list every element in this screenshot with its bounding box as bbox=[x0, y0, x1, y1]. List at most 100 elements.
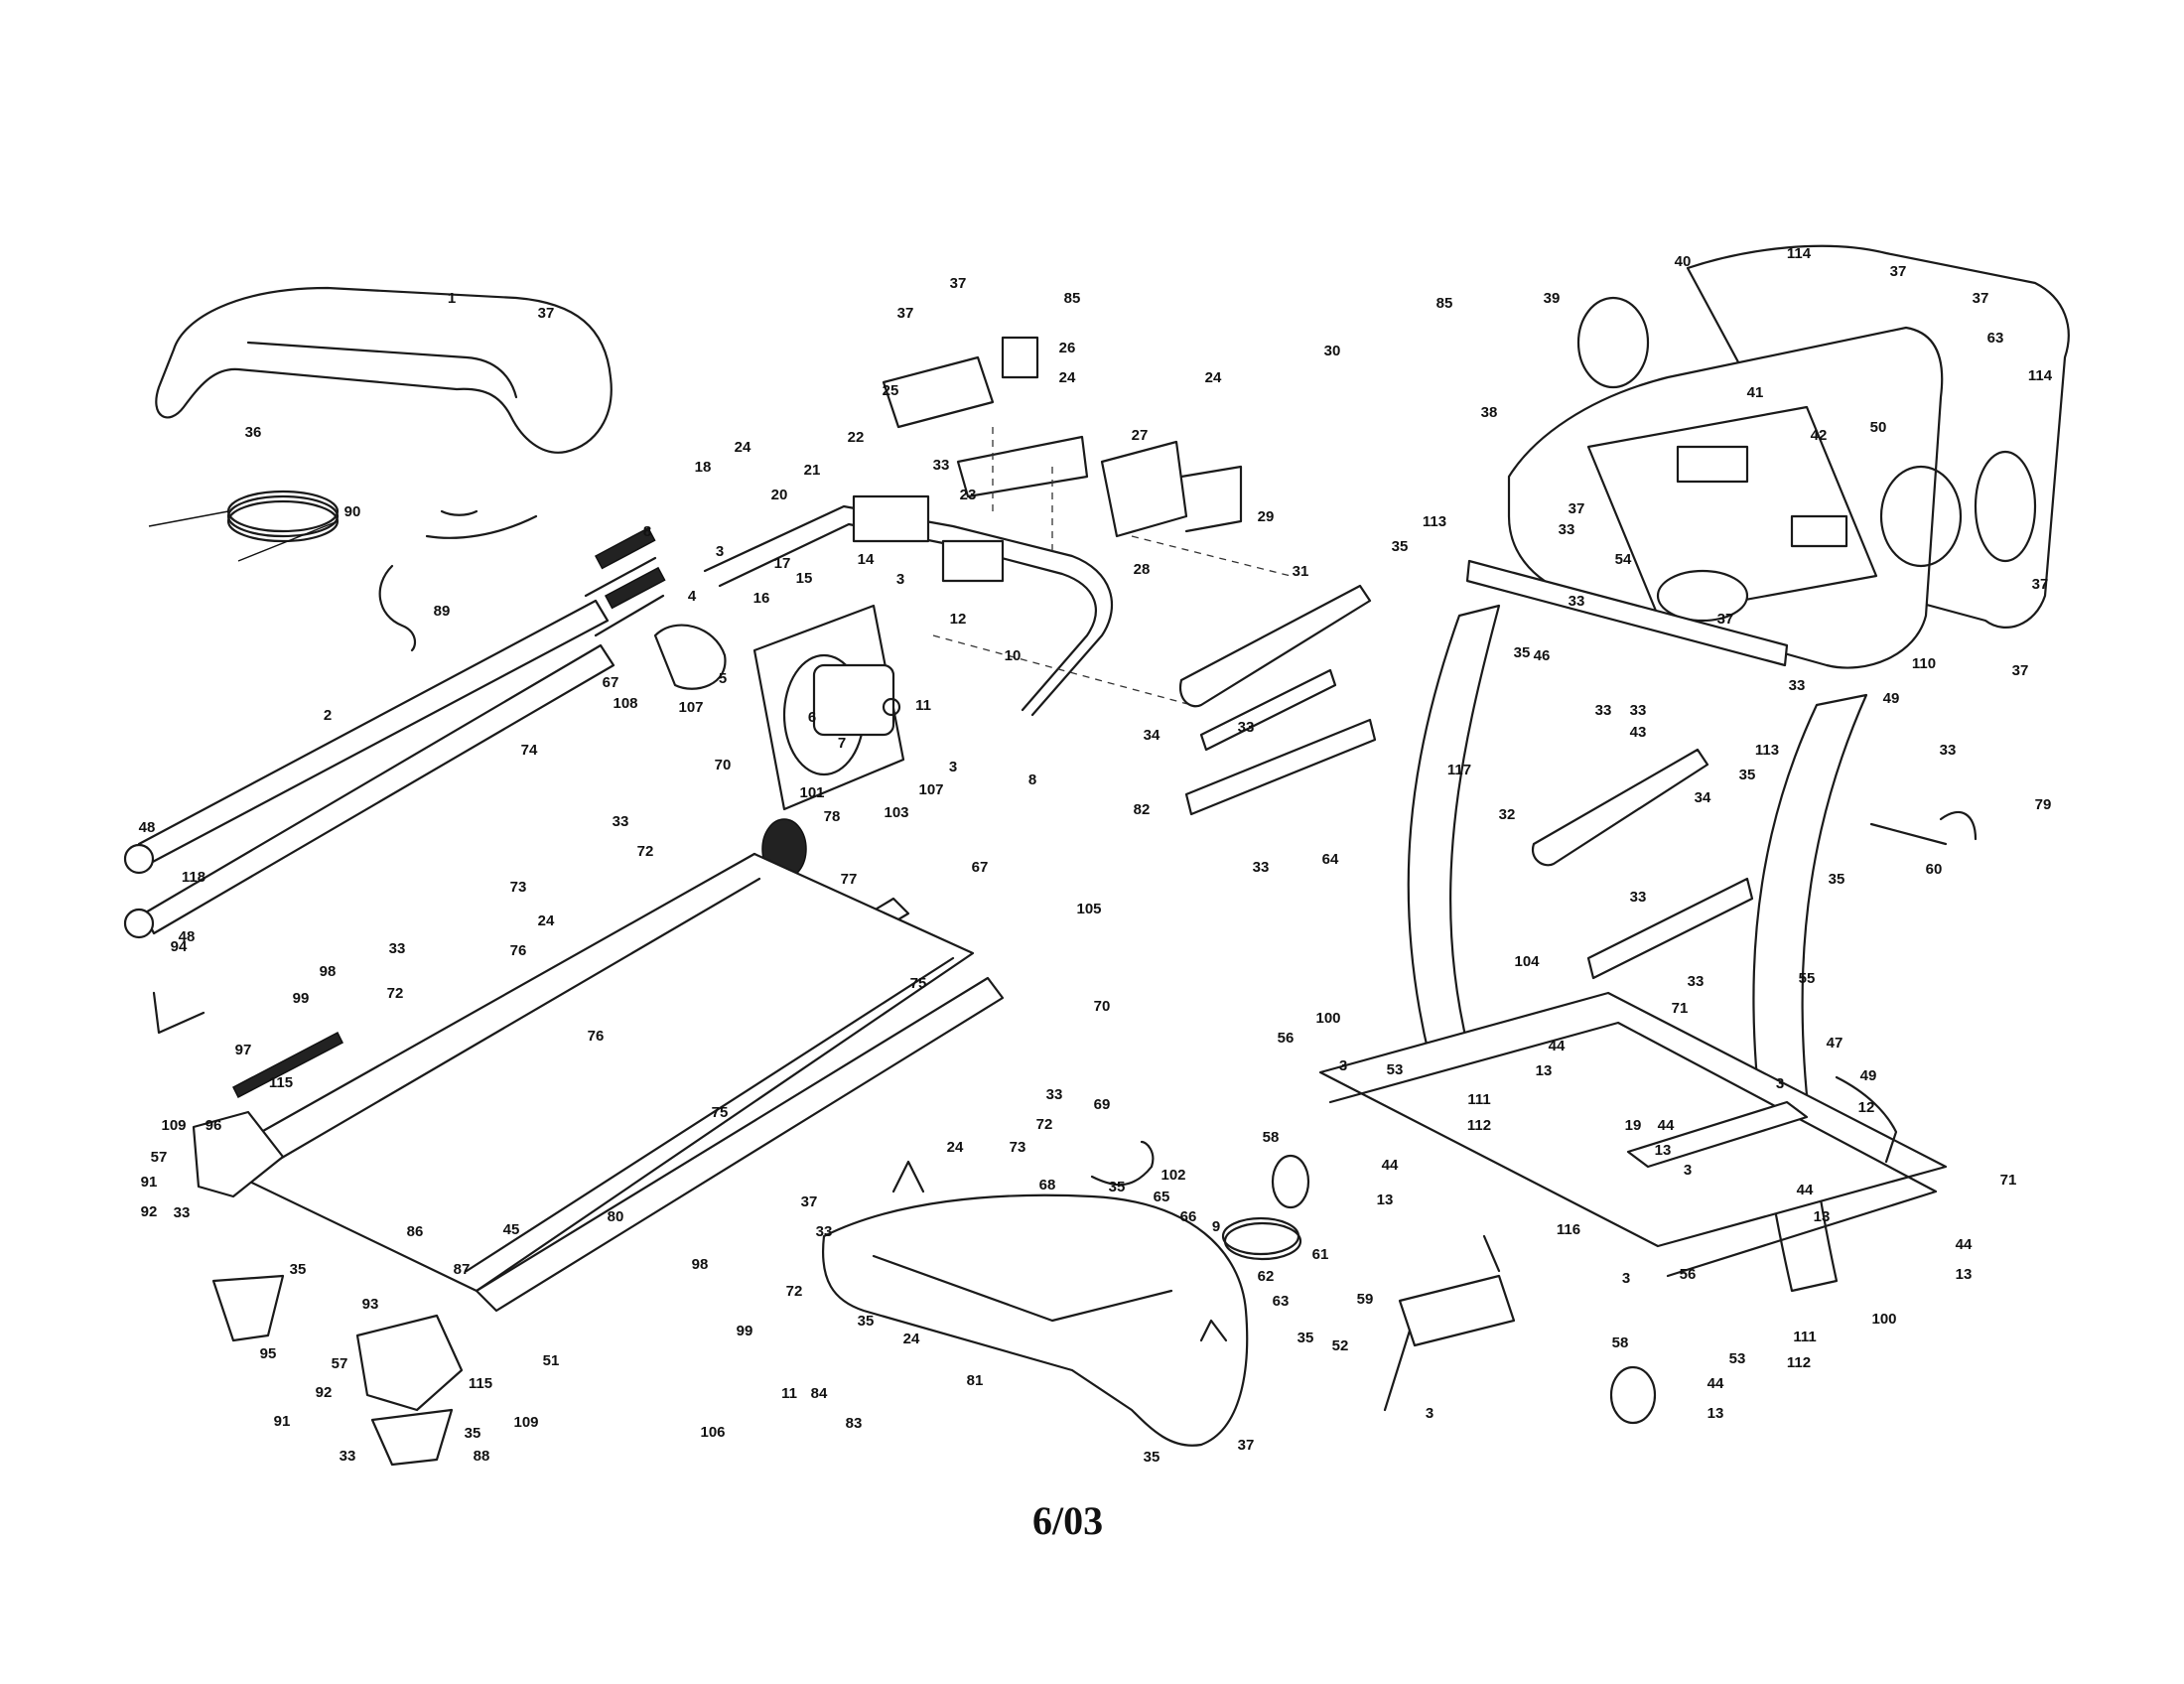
callout-29: 29 bbox=[1258, 508, 1275, 525]
callout-76: 76 bbox=[510, 942, 527, 959]
callout-72: 72 bbox=[637, 843, 654, 860]
callout-71: 71 bbox=[1672, 1000, 1689, 1017]
rear-foot-88 bbox=[370, 1408, 454, 1467]
callout-76: 76 bbox=[588, 1028, 605, 1045]
callout-93: 93 bbox=[362, 1296, 379, 1313]
callout-3: 3 bbox=[896, 571, 904, 588]
callout-23: 23 bbox=[960, 487, 977, 503]
callout-91: 91 bbox=[141, 1174, 158, 1191]
callout-41: 41 bbox=[1747, 384, 1764, 401]
callout-11: 11 bbox=[781, 1385, 797, 1402]
callout-95: 95 bbox=[260, 1345, 277, 1362]
callout-20: 20 bbox=[771, 487, 788, 503]
callout-37: 37 bbox=[950, 275, 967, 292]
callout-33: 33 bbox=[613, 813, 629, 830]
callout-4: 4 bbox=[688, 588, 697, 605]
drive-belt bbox=[653, 624, 727, 690]
callout-38: 38 bbox=[1481, 404, 1498, 421]
callout-3: 3 bbox=[1776, 1075, 1784, 1092]
callout-3: 3 bbox=[1684, 1162, 1692, 1179]
callout-105: 105 bbox=[1076, 901, 1101, 917]
callout-17: 17 bbox=[774, 555, 791, 572]
callout-43: 43 bbox=[1630, 724, 1647, 741]
callout-64: 64 bbox=[1322, 851, 1339, 868]
callout-75: 75 bbox=[910, 975, 927, 992]
console-overlay-41 bbox=[1586, 405, 1878, 618]
callout-11: 11 bbox=[915, 697, 931, 714]
callout-59: 59 bbox=[1357, 1291, 1374, 1308]
mat-97 bbox=[232, 1031, 343, 1099]
callout-24: 24 bbox=[1059, 369, 1076, 386]
callout-31: 31 bbox=[1293, 563, 1309, 580]
side-rail-51 bbox=[475, 976, 1005, 1313]
callout-116: 116 bbox=[1557, 1221, 1580, 1238]
callout-27: 27 bbox=[1132, 427, 1149, 444]
callout-24: 24 bbox=[735, 439, 751, 456]
callout-56: 56 bbox=[1278, 1030, 1295, 1047]
callout-109: 109 bbox=[513, 1414, 538, 1431]
callout-33: 33 bbox=[389, 940, 406, 957]
callout-33: 33 bbox=[1569, 593, 1585, 610]
callout-94: 94 bbox=[171, 938, 188, 955]
callout-44: 44 bbox=[1707, 1375, 1724, 1392]
callout-92: 92 bbox=[316, 1384, 333, 1401]
callout-8: 8 bbox=[1028, 772, 1036, 788]
callout-7: 7 bbox=[838, 735, 846, 752]
callout-58: 58 bbox=[1612, 1334, 1629, 1351]
callout-111: 111 bbox=[1467, 1091, 1490, 1108]
callout-33: 33 bbox=[1688, 973, 1705, 990]
callout-50: 50 bbox=[1870, 419, 1887, 436]
callout-45: 45 bbox=[503, 1221, 520, 1238]
callout-34: 34 bbox=[1695, 789, 1711, 806]
callout-35: 35 bbox=[1392, 538, 1409, 555]
callout-14: 14 bbox=[858, 551, 875, 568]
callout-24: 24 bbox=[1205, 369, 1222, 386]
callout-32: 32 bbox=[1499, 806, 1516, 823]
callout-67: 67 bbox=[972, 859, 989, 876]
callout-33: 33 bbox=[1238, 719, 1255, 736]
callout-53: 53 bbox=[1387, 1061, 1404, 1078]
callout-22: 22 bbox=[848, 429, 865, 446]
wire-69 bbox=[1090, 1140, 1155, 1187]
callout-65: 65 bbox=[1154, 1189, 1170, 1205]
crossbar-46 bbox=[1465, 559, 1789, 667]
callout-68: 68 bbox=[1039, 1177, 1056, 1193]
callout-85: 85 bbox=[1064, 290, 1081, 307]
handrail-bracket-104 bbox=[1586, 877, 1754, 980]
callout-39: 39 bbox=[1544, 290, 1561, 307]
callout-21: 21 bbox=[804, 462, 821, 479]
callout-81: 81 bbox=[967, 1372, 984, 1389]
callout-42: 42 bbox=[1811, 427, 1828, 444]
footer-date: 6/03 bbox=[1032, 1498, 1103, 1543]
callout-101: 101 bbox=[799, 784, 824, 801]
wire-79-60 bbox=[1869, 810, 1978, 846]
callout-3: 3 bbox=[1622, 1270, 1630, 1287]
callout-97: 97 bbox=[235, 1042, 252, 1058]
upright-tubes bbox=[123, 526, 666, 939]
callout-102: 102 bbox=[1160, 1167, 1185, 1184]
callout-49: 49 bbox=[1883, 690, 1900, 707]
callout-70: 70 bbox=[1094, 998, 1111, 1015]
callout-73: 73 bbox=[510, 879, 527, 896]
callout-37: 37 bbox=[1569, 500, 1585, 517]
callout-99: 99 bbox=[293, 990, 310, 1007]
rear-foot-95 bbox=[211, 1274, 285, 1342]
callout-72: 72 bbox=[387, 985, 404, 1002]
callout-110: 110 bbox=[1912, 655, 1936, 672]
callout-37: 37 bbox=[2032, 576, 2049, 593]
motor-mount-plate bbox=[752, 604, 905, 811]
callout-87: 87 bbox=[454, 1261, 471, 1278]
callout-40: 40 bbox=[1675, 253, 1692, 270]
callout-35: 35 bbox=[465, 1425, 481, 1442]
callout-35: 35 bbox=[290, 1261, 307, 1278]
callout-25: 25 bbox=[883, 382, 899, 399]
callout-115: 115 bbox=[469, 1375, 492, 1392]
callout-37: 37 bbox=[897, 305, 914, 322]
callout-63: 63 bbox=[1273, 1293, 1290, 1310]
callout-35: 35 bbox=[1514, 644, 1531, 661]
motor-hood bbox=[155, 286, 613, 539]
callout-12: 12 bbox=[1858, 1099, 1875, 1116]
callout-96: 96 bbox=[205, 1117, 222, 1134]
callout-33: 33 bbox=[340, 1448, 356, 1465]
lift-motor-59 bbox=[1383, 1234, 1516, 1412]
